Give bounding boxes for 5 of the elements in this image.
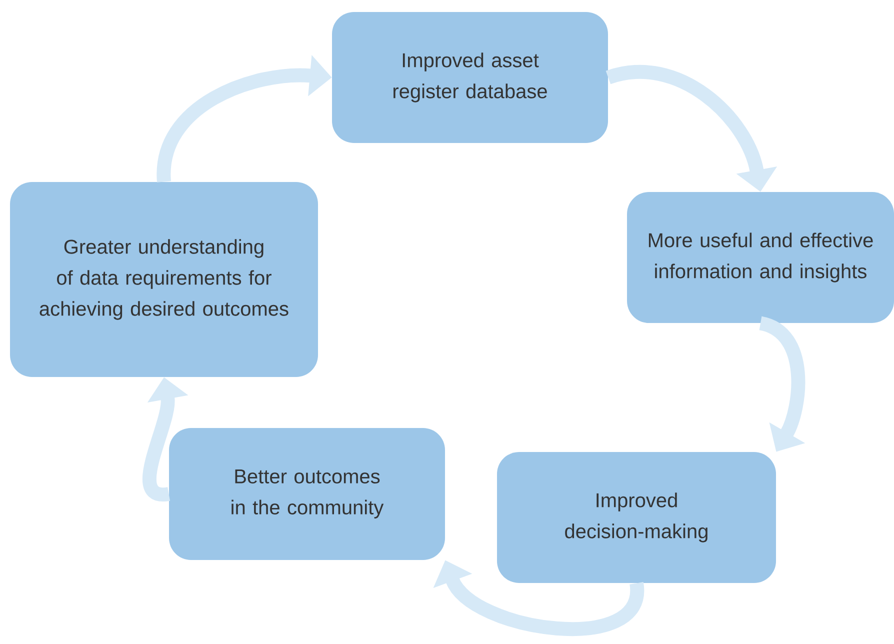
process-box: Better outcomes in the community [169,428,445,560]
process-box: Improved decision-making [497,452,776,583]
process-box: Greater understanding of data requirements for achieving desired outcomes [10,182,318,377]
process-box: Improved asset register database [332,12,608,143]
process-box: More useful and effective information and insights [627,192,894,323]
